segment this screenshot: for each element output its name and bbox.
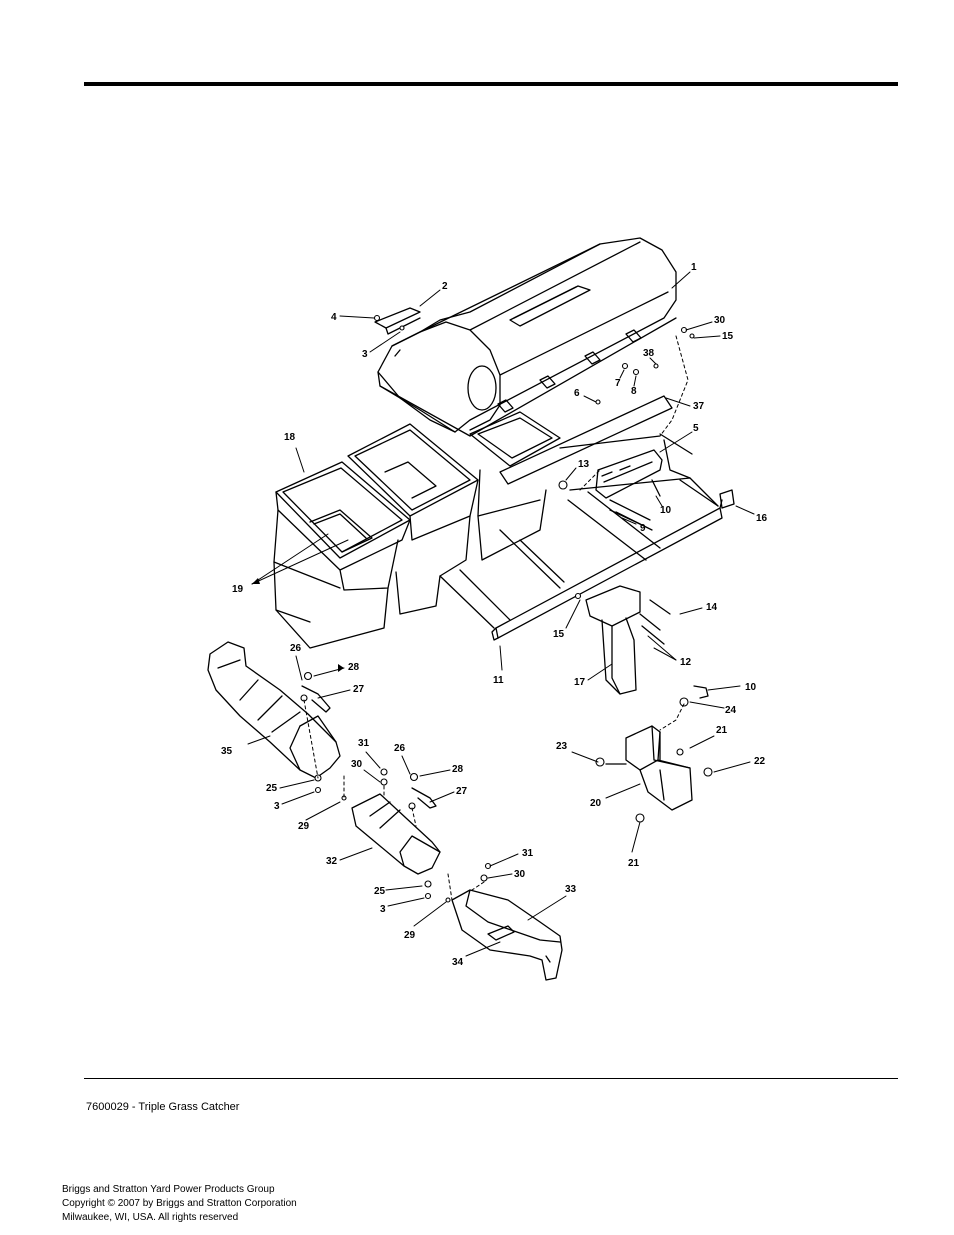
footer-rule [84, 1078, 898, 1079]
catcher-bag-middle [347, 423, 479, 615]
callout-29: 29 [404, 930, 416, 941]
hardware-parts [300, 314, 713, 903]
callout-15: 15 [553, 629, 565, 640]
callout-27: 27 [456, 786, 468, 797]
callout-30: 30 [714, 315, 726, 326]
footer-line-copyright: Copyright © 2007 by Briggs and Stratton … [62, 1198, 297, 1209]
callout-30: 30 [514, 869, 526, 880]
chute-deflector [451, 889, 563, 981]
callout-13: 13 [578, 459, 590, 470]
callout-3: 3 [380, 904, 386, 915]
callout-9: 9 [640, 523, 646, 534]
callout-24: 24 [725, 705, 737, 716]
callout-38: 38 [643, 348, 655, 359]
callout-17: 17 [574, 677, 586, 688]
callout-14: 14 [706, 602, 718, 613]
frame-assembly [439, 395, 735, 641]
callout-10: 10 [660, 505, 672, 516]
callout-4: 4 [331, 312, 337, 323]
callout-21: 21 [628, 858, 640, 869]
copyright-footer: Briggs and Stratton Yard Power Products … [62, 1183, 297, 1225]
catcher-bag-rear [469, 411, 561, 561]
callout-31: 31 [522, 848, 534, 859]
header-rule [84, 82, 898, 86]
callout-12: 12 [680, 657, 692, 668]
callout-16: 16 [756, 513, 768, 524]
callout-8: 8 [631, 386, 637, 397]
callout-18: 18 [284, 432, 296, 443]
callout-26: 26 [290, 643, 302, 654]
mount-bracket [625, 725, 693, 811]
callout-19: 19 [232, 584, 244, 595]
callout-30: 30 [351, 759, 363, 770]
diagram-caption: 7600029 - Triple Grass Catcher [86, 1101, 240, 1113]
callout-6: 6 [574, 388, 580, 399]
callout-29: 29 [298, 821, 310, 832]
callout-28: 28 [348, 662, 360, 673]
callout-34: 34 [452, 957, 464, 968]
callout-25: 25 [266, 783, 278, 794]
callout-3: 3 [274, 801, 280, 812]
hood-part [377, 237, 677, 437]
callout-31: 31 [358, 738, 370, 749]
chute-tube-lower [351, 793, 441, 875]
callout-35: 35 [221, 746, 233, 757]
hitch-bracket [585, 585, 641, 695]
callout-20: 20 [590, 798, 602, 809]
callout-33: 33 [565, 884, 577, 895]
callout-22: 22 [754, 756, 766, 767]
callout-26: 26 [394, 743, 406, 754]
footer-line-company: Briggs and Stratton Yard Power Products … [62, 1184, 275, 1195]
callout-10: 10 [745, 682, 757, 693]
callout-3: 3 [362, 349, 368, 360]
callout-labels: 1 2 4 3 30 15 38 7 8 6 37 5 18 13 10 16 … [221, 262, 768, 968]
callout-25: 25 [374, 886, 386, 897]
callout-7: 7 [615, 378, 621, 389]
callout-1: 1 [691, 262, 697, 273]
callout-27: 27 [353, 684, 365, 695]
callout-28: 28 [452, 764, 464, 775]
callout-37: 37 [693, 401, 705, 412]
callout-11: 11 [493, 675, 504, 686]
footer-line-location: Milwaukee, WI, USA. All rights reserved [62, 1212, 239, 1223]
chute-tube-upper [207, 641, 341, 779]
callout-5: 5 [693, 423, 699, 434]
callout-23: 23 [556, 741, 568, 752]
catcher-bag-front [273, 461, 411, 649]
callout-21: 21 [716, 725, 728, 736]
callout-2: 2 [442, 281, 448, 292]
callout-15: 15 [722, 331, 734, 342]
callout-32: 32 [326, 856, 338, 867]
